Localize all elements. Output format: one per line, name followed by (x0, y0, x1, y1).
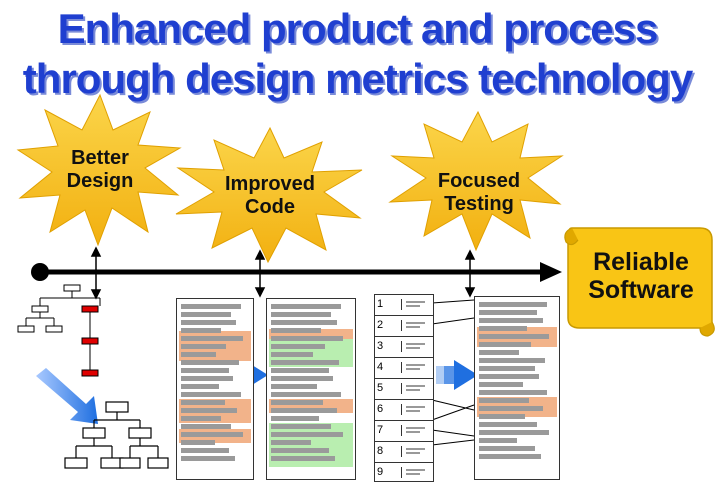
outcome-line1: Reliable (593, 248, 689, 276)
test-case-table: 1 2 3 4 5 6 7 8 9 10 (374, 294, 434, 482)
test-row: 8 (375, 442, 433, 463)
burst-better-design-line1: Better (71, 147, 129, 169)
burst-focused-testing (388, 110, 564, 252)
test-number: 9 (377, 466, 384, 478)
burst-improved-code-line1: Improved (224, 173, 316, 195)
burst-label-better-design: Better Design (48, 147, 152, 193)
test-row: 3 (375, 337, 433, 358)
code-panel-improved (266, 298, 356, 480)
burst-label-improved-code: Improved Code (210, 173, 330, 219)
burst-label-focused-testing: Focused Testing (424, 170, 534, 216)
code-panel-original (176, 298, 254, 480)
timeline-arrowhead (540, 262, 562, 282)
test-transform-arrow-icon (436, 360, 478, 390)
burst-focused-testing-line2: Testing (444, 193, 514, 215)
test-row: 7 (375, 421, 433, 442)
page-title-line-1: Enhanced product and process (57, 5, 659, 52)
test-number: 6 (377, 403, 384, 415)
timeline-start-dot (31, 263, 49, 281)
test-row: 1 (375, 295, 433, 316)
burst-improved-code-line2: Code (245, 196, 295, 218)
test-number: 2 (377, 319, 384, 331)
test-row: 5 (375, 379, 433, 400)
burst-better-design-line2: Design (66, 170, 134, 192)
burst-focused-testing-line1: Focused (437, 170, 521, 192)
test-row: 6 (375, 400, 433, 421)
small-design-tree (17, 284, 101, 377)
test-connector-arrows (431, 299, 475, 446)
test-number: 7 (377, 424, 384, 436)
test-number: 4 (377, 361, 384, 373)
burst-improved-code (175, 126, 363, 264)
burst-better-design (16, 93, 182, 247)
test-row: 4 (375, 358, 433, 379)
test-number: 1 (377, 298, 384, 310)
large-design-tree (64, 401, 169, 469)
outcome-label: Reliable Software (572, 248, 710, 304)
outcome-line2: Software (588, 276, 694, 304)
test-row: 9 (375, 463, 433, 481)
test-number: 3 (377, 340, 384, 352)
test-row: 2 (375, 316, 433, 337)
reliable-software-scroll (564, 227, 715, 337)
test-number: 8 (377, 445, 384, 457)
refactor-arrow-icon (36, 368, 98, 424)
test-number: 5 (377, 382, 384, 394)
connector-arrows (90, 246, 476, 300)
page-title-line-2: through design metrics technology (22, 55, 693, 102)
code-panel-tested (474, 296, 560, 480)
